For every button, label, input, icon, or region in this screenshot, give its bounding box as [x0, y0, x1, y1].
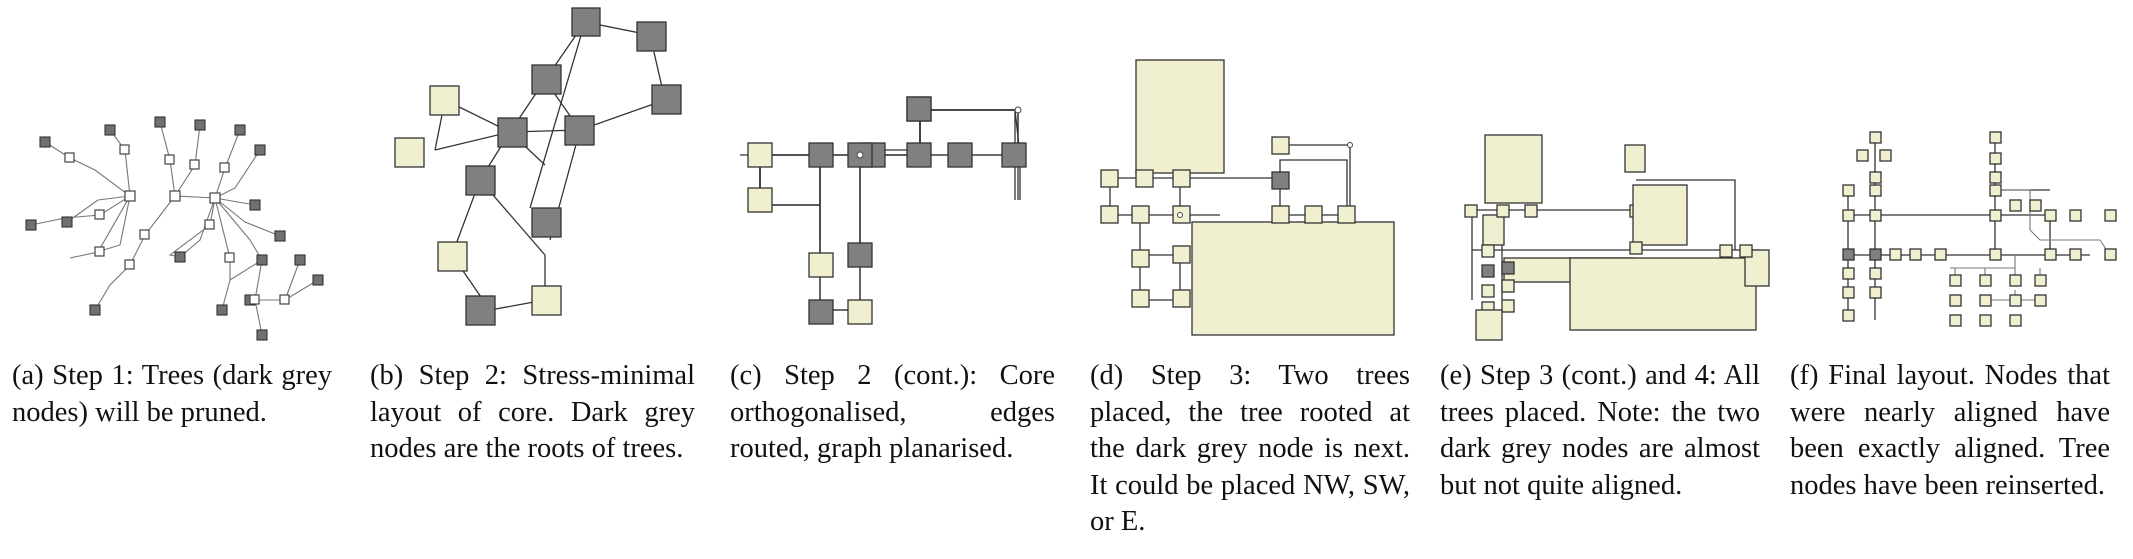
- graph-a: [25, 116, 324, 341]
- caption-d: (d) Step 3: Two trees placed, the tree r…: [1090, 360, 1410, 537]
- caption-e: (e) Step 3 (cont.) and 4: All trees plac…: [1440, 360, 1760, 501]
- edges-c: [740, 109, 1021, 311]
- panel-e: (e) Step 3 (cont.) and 4: All trees plac…: [1440, 0, 1780, 559]
- nodes-d: [1100, 59, 1395, 336]
- nodes-c: [747, 96, 1027, 325]
- panel-c: (c) Step 2 (cont.): Core orthogonalised,…: [720, 0, 1080, 559]
- nodes-b: [394, 7, 682, 326]
- bend-node-d: [1347, 142, 1353, 148]
- graph-d: [1100, 59, 1395, 336]
- bend-node: [1014, 106, 1022, 114]
- panel-a: (a) Step 1: Trees (dark grey nodes) will…: [0, 0, 360, 559]
- nodes-e: [1464, 134, 1770, 341]
- edges-f: [1847, 138, 2111, 320]
- panel-b: (b) Step 2: Stress-minimal layout of cor…: [360, 0, 720, 559]
- caption-f: (f) Final layout. Nodes that were nearly…: [1790, 360, 2110, 501]
- caption-a: (a) Step 1: Trees (dark grey nodes) will…: [12, 360, 332, 428]
- nodes-f: [1842, 131, 2117, 327]
- graph-b: [394, 7, 682, 326]
- edges-b: [434, 21, 666, 311]
- dummy-node: [856, 151, 864, 159]
- caption-c: (c) Step 2 (cont.): Core orthogonalised,…: [730, 360, 1055, 464]
- graph-e: [1464, 134, 1770, 341]
- graph-f: [1842, 131, 2117, 327]
- caption-b: (b) Step 2: Stress-minimal layout of cor…: [370, 360, 695, 464]
- graph-c: [740, 96, 1027, 325]
- panel-d: (d) Step 3: Two trees placed, the tree r…: [1080, 0, 1440, 559]
- panel-f: (f) Final layout. Nodes that were nearly…: [1780, 0, 2133, 559]
- dummy-node-d: [1177, 212, 1183, 218]
- nodes-a: [25, 116, 324, 341]
